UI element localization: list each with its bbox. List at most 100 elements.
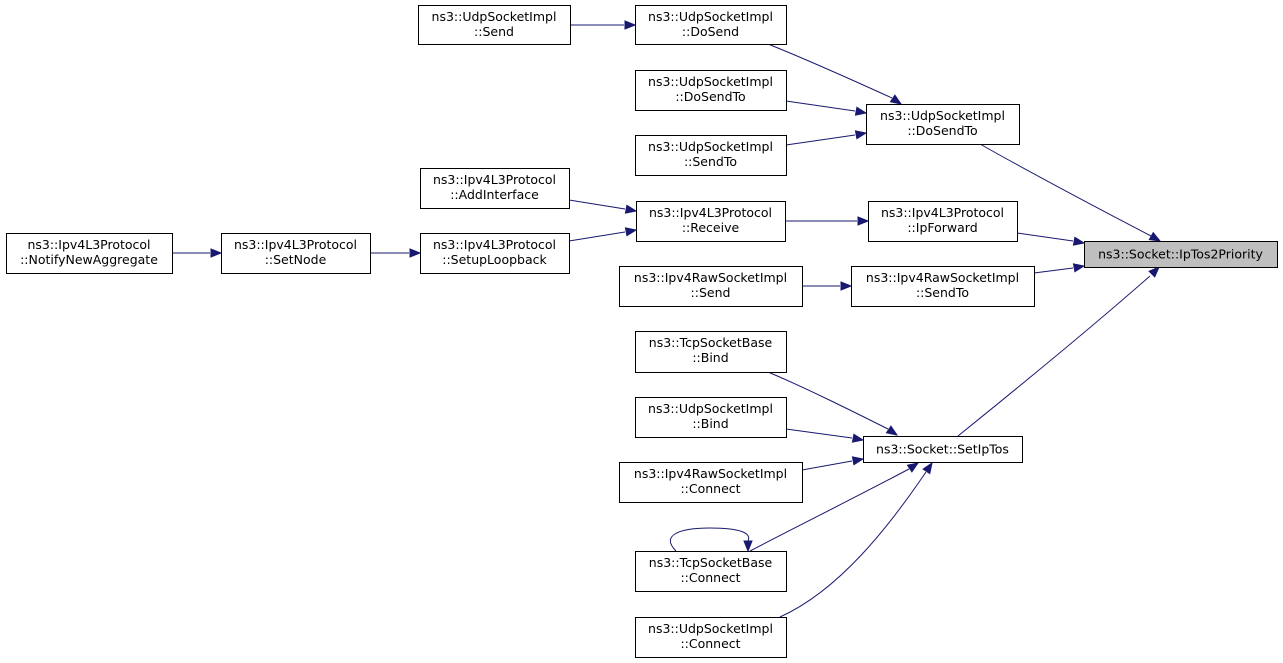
edge-ipv4_receive-to-ipv4_ipforward: [785, 216, 870, 226]
edge-udp_dosend-to-udp_dosendto: [767, 43, 903, 105]
edge-line: [979, 143, 1152, 237]
arrowhead-icon: [889, 94, 903, 105]
node-udp-sendto[interactable]: ns3::UdpSocketImpl::SendTo: [635, 135, 787, 176]
arrowhead-icon: [857, 216, 870, 226]
arrowhead-icon: [854, 106, 868, 116]
node-label-line2: ::Bind: [692, 350, 728, 365]
arrowhead-icon: [851, 433, 865, 443]
node-label-line2: ::Receive: [682, 220, 740, 235]
edge-line: [801, 460, 853, 471]
node-udp-connect[interactable]: ns3::UdpSocketImpl::Connect: [635, 617, 787, 658]
node-label-line1: ns3::Ipv4L3Protocol: [433, 172, 556, 187]
node-label-line1: ns3::Ipv4RawSocketImpl: [634, 466, 787, 481]
node-ipv4-setuploopback[interactable]: ns3::Ipv4L3Protocol::SetupLoopback: [420, 233, 570, 274]
edge-tcp_connect-to-socket_setiptos: [749, 462, 920, 552]
arrowhead-icon: [922, 461, 933, 475]
edge-tcp_connect-to-tcp_connect: [669, 527, 753, 553]
node-raw-send[interactable]: ns3::Ipv4RawSocketImpl::Send: [619, 266, 803, 307]
node-socket-setiptos[interactable]: ns3::Socket::SetIpTos: [863, 436, 1023, 463]
edge-udp_dosendto2-to-udp_dosendto: [785, 100, 868, 116]
arrowhead-icon: [1148, 266, 1160, 278]
node-ipv4-notify[interactable]: ns3::Ipv4L3Protocol::NotifyNewAggregate: [6, 233, 173, 274]
node-box: [635, 5, 787, 45]
node-box: [420, 233, 570, 274]
edge-udp_connect-to-socket_setiptos: [779, 461, 933, 618]
edge-tcp_bind-to-socket_setiptos: [767, 371, 899, 436]
edge-line: [749, 468, 910, 552]
node-label-line2: ::IpForward: [907, 220, 977, 235]
node-box: [635, 617, 787, 658]
edge-line: [785, 100, 856, 112]
node-box: [418, 5, 571, 45]
arrowhead-icon: [624, 204, 638, 214]
edge-line: [669, 527, 750, 552]
arrowhead-icon: [840, 281, 853, 291]
node-box: [636, 201, 786, 242]
nodes-layer: ns3::Socket::IpTos2Priorityns3::UdpSocke…: [6, 5, 1278, 658]
node-label-line2: ::AddInterface: [450, 187, 539, 202]
node-label-line1: ns3::UdpSocketImpl: [648, 74, 773, 89]
node-label-line1: ns3::Ipv4RawSocketImpl: [634, 270, 787, 285]
node-udp-dosendto[interactable]: ns3::UdpSocketImpl::DoSendTo: [866, 104, 1020, 145]
node-box: [221, 233, 371, 274]
node-udp-send[interactable]: ns3::UdpSocketImpl::Send: [418, 5, 571, 45]
edge-ipv4_ipforward-to-iptos2priority: [1016, 232, 1086, 246]
arrowhead-icon: [906, 462, 920, 473]
node-label-line2: ::Send: [691, 285, 731, 300]
edge-line: [767, 43, 893, 99]
node-box: [6, 233, 173, 274]
edge-line: [785, 134, 856, 146]
node-label-line1: ns3::Ipv4L3Protocol: [433, 237, 556, 252]
edge-ipv4_addinterface-to-ipv4_receive: [568, 199, 638, 214]
node-label-line1: ns3::UdpSocketImpl: [432, 9, 557, 24]
node-udp-bind[interactable]: ns3::UdpSocketImpl::Bind: [635, 397, 787, 438]
edge-udp_dosendto-to-iptos2priority: [979, 143, 1162, 242]
node-label-line2: ::SetNode: [265, 252, 327, 267]
edge-udp_bind-to-socket_setiptos: [785, 428, 865, 443]
node-box: [635, 397, 787, 438]
node-tcp-bind[interactable]: ns3::TcpSocketBase::Bind: [635, 331, 787, 373]
node-iptos2priority[interactable]: ns3::Socket::IpTos2Priority: [1084, 241, 1278, 268]
node-label-line2: ::Connect: [680, 481, 740, 496]
edge-line: [568, 231, 626, 242]
node-ipv4-addinterface[interactable]: ns3::Ipv4L3Protocol::AddInterface: [420, 168, 570, 209]
edge-line: [1016, 232, 1074, 242]
node-ipv4-setnode[interactable]: ns3::Ipv4L3Protocol::SetNode: [221, 233, 371, 274]
node-raw-connect[interactable]: ns3::Ipv4RawSocketImpl::Connect: [619, 462, 803, 503]
arrowhead-icon: [854, 130, 868, 140]
node-label-line2: ::Connect: [680, 636, 740, 651]
node-udp-dosend[interactable]: ns3::UdpSocketImpl::DoSend: [635, 5, 787, 45]
edge-line: [785, 428, 853, 439]
node-label-line1: ns3::TcpSocketBase: [649, 555, 773, 570]
node-label: ns3::Socket::SetIpTos: [876, 442, 1009, 457]
arrowhead-icon: [1072, 263, 1086, 273]
node-udp-dosendto2[interactable]: ns3::UdpSocketImpl::DoSendTo: [635, 70, 787, 111]
edge-line: [957, 275, 1151, 437]
edges-layer: [172, 20, 1162, 618]
edge-ipv4_setuploopback-to-ipv4_receive: [568, 227, 638, 242]
node-box: [863, 436, 1023, 463]
node-label-line2: ::SetupLoopback: [442, 252, 547, 267]
edge-raw_sendto-to-iptos2priority: [1033, 263, 1086, 274]
edge-ipv4_setnode-to-ipv4_setuploopback: [370, 248, 422, 258]
node-label-line1: ns3::TcpSocketBase: [649, 335, 773, 350]
node-ipv4-receive[interactable]: ns3::Ipv4L3Protocol::Receive: [636, 201, 786, 242]
node-label-line1: ns3::UdpSocketImpl: [648, 401, 773, 416]
node-box: [420, 168, 570, 209]
node-label-line2: ::NotifyNewAggregate: [20, 252, 158, 267]
node-label-line2: ::SendTo: [684, 154, 737, 169]
node-label-line1: ns3::Ipv4L3Protocol: [234, 237, 357, 252]
node-label-line1: ns3::UdpSocketImpl: [880, 108, 1005, 123]
edge-udp_sendto-to-udp_dosendto: [785, 130, 868, 146]
node-box: [635, 70, 787, 111]
node-ipv4-ipforward[interactable]: ns3::Ipv4L3Protocol::IpForward: [868, 201, 1018, 242]
node-box: [1084, 241, 1278, 268]
node-raw-sendto[interactable]: ns3::Ipv4RawSocketImpl::SendTo: [851, 266, 1035, 307]
node-tcp-connect[interactable]: ns3::TcpSocketBase::Connect: [635, 551, 787, 592]
arrowhead-icon: [210, 248, 223, 258]
node-label-line2: ::DoSend: [682, 24, 739, 39]
arrowhead-icon: [409, 248, 422, 258]
arrowhead-icon: [743, 540, 753, 553]
edge-line: [767, 371, 889, 430]
